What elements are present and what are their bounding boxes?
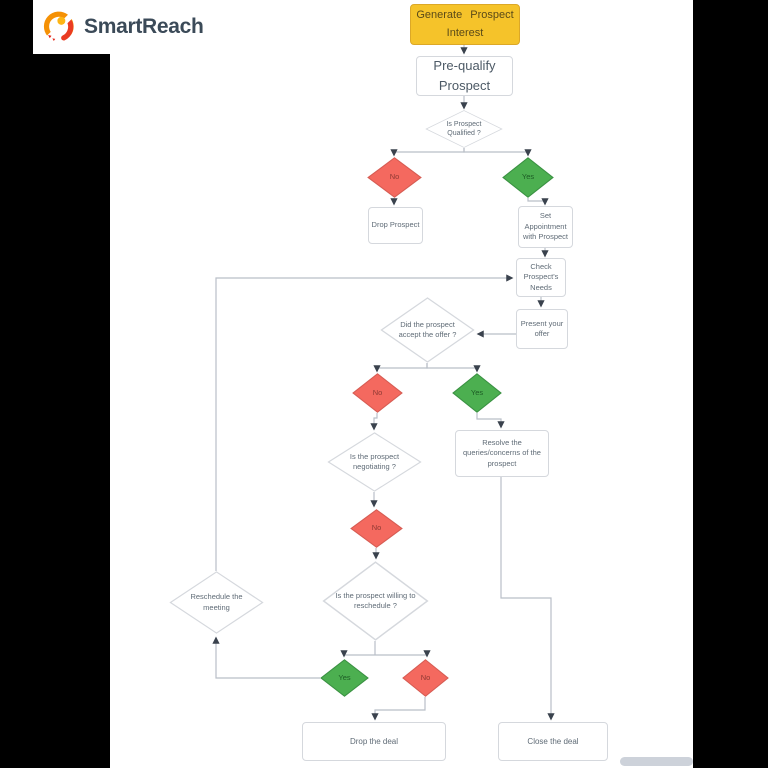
decision-label: Is the prospect negotiating ?	[349, 451, 400, 471]
node-generate-prospect-interest: Generate Prospect Interest	[410, 4, 520, 45]
node-label: Set Appointment with Prospect	[522, 211, 569, 242]
branch-label: Yes	[521, 172, 535, 182]
diamond-shape	[169, 571, 264, 634]
diamond-shape	[322, 561, 429, 641]
decision-label: Is Prospect Qualified ?	[446, 120, 482, 137]
branch-label: No	[371, 523, 382, 533]
left-black-bar	[0, 0, 110, 768]
decision-willing-to-reschedule: Is the prospect willing to reschedule ?	[322, 561, 429, 641]
decision-label: Did the prospect accept the offer ?	[398, 319, 457, 339]
diamond-shape	[452, 373, 502, 413]
diamond-shape	[350, 509, 403, 548]
decision-is-prospect-qualified: Is Prospect Qualified ?	[425, 110, 503, 148]
rocket-logo-icon	[43, 11, 74, 41]
branch-yes-qualified: Yes	[502, 157, 554, 198]
diamond-shape	[327, 432, 422, 492]
right-black-bar	[693, 0, 768, 768]
node-label: Present your offer	[520, 318, 564, 339]
branch-no-accept: No	[352, 373, 403, 413]
branch-label: No	[389, 172, 400, 182]
node-label: Drop the deal	[349, 736, 399, 746]
node-reschedule-the-meeting: Reschedule the meeting	[169, 571, 264, 634]
diamond-shape	[352, 373, 403, 413]
decision-did-prospect-accept-offer: Did the prospect accept the offer ?	[380, 297, 475, 363]
branch-yes-reschedule: Yes	[320, 659, 369, 697]
node-drop-the-deal: Drop the deal	[302, 722, 446, 761]
node-label: Pre-qualify Prospect	[433, 57, 496, 93]
node-check-prospects-needs: Check Prospect's Needs	[516, 258, 566, 297]
node-label: Generate Prospect Interest	[416, 8, 514, 39]
branch-label: Yes	[470, 387, 484, 397]
diamond-shape	[502, 157, 554, 198]
node-set-appointment: Set Appointment with Prospect	[518, 206, 573, 248]
branch-label: Yes	[338, 672, 351, 682]
smartreach-logo: SmartReach	[42, 10, 204, 44]
node-label: Drop Prospect	[371, 220, 420, 230]
node-label: Resolve the queries/concerns of the pros…	[463, 437, 541, 468]
diamond-shape	[402, 659, 449, 697]
logo-text: SmartReach	[84, 15, 204, 38]
branch-no-negotiating: No	[350, 509, 403, 548]
diamond-shape	[425, 110, 503, 148]
decision-is-prospect-negotiating: Is the prospect negotiating ?	[327, 432, 422, 492]
diamond-shape	[380, 297, 475, 363]
branch-no-reschedule: No	[402, 659, 449, 697]
branch-label: No	[372, 387, 383, 397]
branch-no-qualified: No	[367, 157, 422, 198]
node-drop-prospect: Drop Prospect	[368, 207, 423, 244]
node-close-the-deal: Close the deal	[498, 722, 608, 761]
node-present-your-offer: Present your offer	[516, 309, 568, 349]
node-label: Reschedule the meeting	[190, 592, 243, 612]
horizontal-scrollbar-thumb[interactable]	[620, 757, 693, 766]
diamond-shape	[320, 659, 369, 697]
branch-label: No	[420, 672, 431, 682]
branch-yes-accept: Yes	[452, 373, 502, 413]
decision-label: Is the prospect willing to reschedule ?	[335, 590, 416, 610]
diamond-shape	[367, 157, 422, 198]
node-label: Check Prospect's Needs	[523, 261, 559, 292]
node-resolve-queries-concerns: Resolve the queries/concerns of the pros…	[455, 430, 549, 477]
node-pre-qualify-prospect: Pre-qualify Prospect	[416, 56, 513, 96]
node-label: Close the deal	[527, 736, 579, 746]
